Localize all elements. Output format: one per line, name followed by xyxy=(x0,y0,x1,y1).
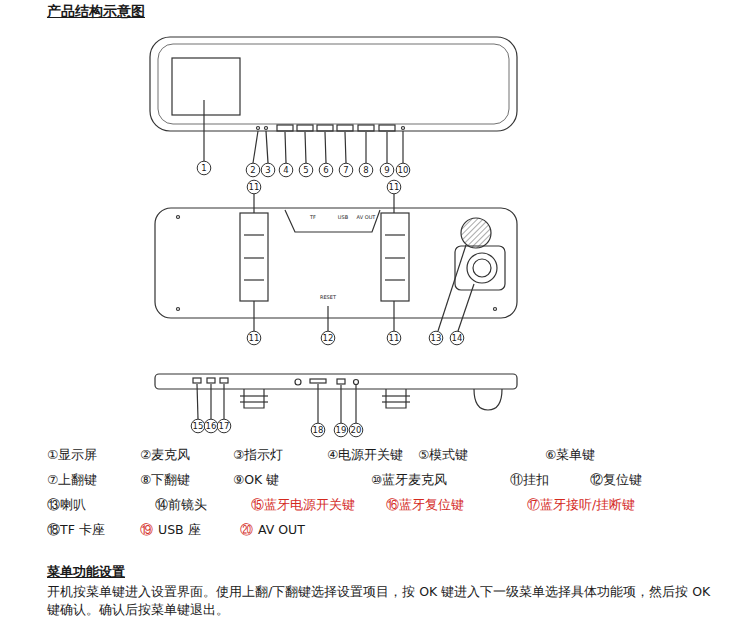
callout-circles xyxy=(191,161,464,437)
mirror-bottom xyxy=(155,374,517,389)
legend-item: ③指示灯 xyxy=(233,447,283,463)
legend-item: ⑲ xyxy=(140,522,153,538)
mic-hole xyxy=(257,127,260,130)
front-lens xyxy=(467,253,497,283)
instruction-text: 开机按菜单键进入设置界面。使用上翻/下翻键选择设置项目，按 OK 键进入下一级菜… xyxy=(47,583,727,619)
legend-item: ⑤模式键 xyxy=(418,447,468,463)
mirror-back xyxy=(155,208,517,318)
bt-mic-hole xyxy=(402,127,405,130)
clip-left xyxy=(240,213,268,301)
legend-item: ④电源开关键 xyxy=(327,447,403,463)
legend-item: ⑱TF 卡座 xyxy=(47,522,105,538)
lens-side xyxy=(474,389,502,410)
legend-item: ⑦上翻键 xyxy=(47,472,97,488)
legend-item: ⑥菜单键 xyxy=(545,447,595,463)
callout-number: 11 xyxy=(389,334,400,343)
legend-item: ⑮蓝牙电源开关键 xyxy=(251,497,355,513)
legend-item: ⑫复位键 xyxy=(590,472,642,488)
legend-item: ⑩蓝牙麦克风 xyxy=(371,472,447,488)
port-marking: AV OUT xyxy=(357,215,376,220)
callout-number: 7 xyxy=(343,166,348,175)
button xyxy=(317,125,333,131)
callout-number: 19 xyxy=(336,426,347,435)
button xyxy=(277,125,293,131)
callout-number: 20 xyxy=(351,426,362,435)
port-marking: TF xyxy=(310,215,316,220)
callout-number: 1 xyxy=(201,164,206,173)
section-heading: 菜单功能设置 xyxy=(47,564,125,580)
callout-number: 9 xyxy=(384,166,389,175)
port-marking: USB xyxy=(338,215,348,220)
legend-item: ⑭前镜头 xyxy=(155,497,207,513)
page-title: 产品结构示意图 xyxy=(47,3,145,21)
clip-right xyxy=(381,213,409,301)
callout-number: 11 xyxy=(249,183,260,192)
callout-number: 8 xyxy=(363,166,368,175)
callout-number: 6 xyxy=(323,166,328,175)
legend-item: ①显示屏 xyxy=(47,447,97,463)
callout-number: 11 xyxy=(249,334,260,343)
legend-item: ⑧下翻键 xyxy=(140,472,190,488)
speaker xyxy=(461,218,491,248)
button xyxy=(337,125,353,131)
indicator-light xyxy=(265,127,268,130)
callout-number: 13 xyxy=(431,334,442,343)
callout-number: 10 xyxy=(398,166,409,175)
legend-item: ⑬喇叭 xyxy=(47,497,86,513)
callout-number: 4 xyxy=(283,166,288,175)
clip-side xyxy=(244,389,264,408)
callout-number: 16 xyxy=(206,422,217,431)
front-lens-inner xyxy=(473,259,491,277)
callout-number: 18 xyxy=(313,426,324,435)
lens-housing xyxy=(455,246,505,290)
callout-number: 17 xyxy=(219,422,230,431)
callout-number: 5 xyxy=(303,166,308,175)
legend-item: ②麦克风 xyxy=(140,447,190,463)
button xyxy=(358,125,374,131)
display-screen xyxy=(172,58,240,115)
callout-number: 2 xyxy=(250,166,255,175)
center-recess xyxy=(285,210,380,232)
callout-number: 14 xyxy=(452,334,463,343)
callout-number: 3 xyxy=(265,166,270,175)
callout-number: 15 xyxy=(193,422,204,431)
legend-item: ⑯蓝牙复位键 xyxy=(386,497,464,513)
button xyxy=(379,125,395,131)
legend-item: USB 座 xyxy=(158,522,201,538)
legend-item: ⑰蓝牙接听/挂断键 xyxy=(527,497,635,513)
port-marking: RESET xyxy=(320,295,336,300)
callout-number: 12 xyxy=(323,334,334,343)
mirror-bezel xyxy=(158,44,509,124)
callout-number: 11 xyxy=(389,183,400,192)
button xyxy=(297,125,313,131)
legend-item: ⑨OK 键 xyxy=(233,472,279,488)
legend-item: ⑳ xyxy=(240,522,253,538)
legend-item: ⑪挂扣 xyxy=(510,472,549,488)
clip-side xyxy=(386,389,406,408)
mirror-front xyxy=(150,37,517,131)
legend-item: AV OUT xyxy=(258,522,305,538)
